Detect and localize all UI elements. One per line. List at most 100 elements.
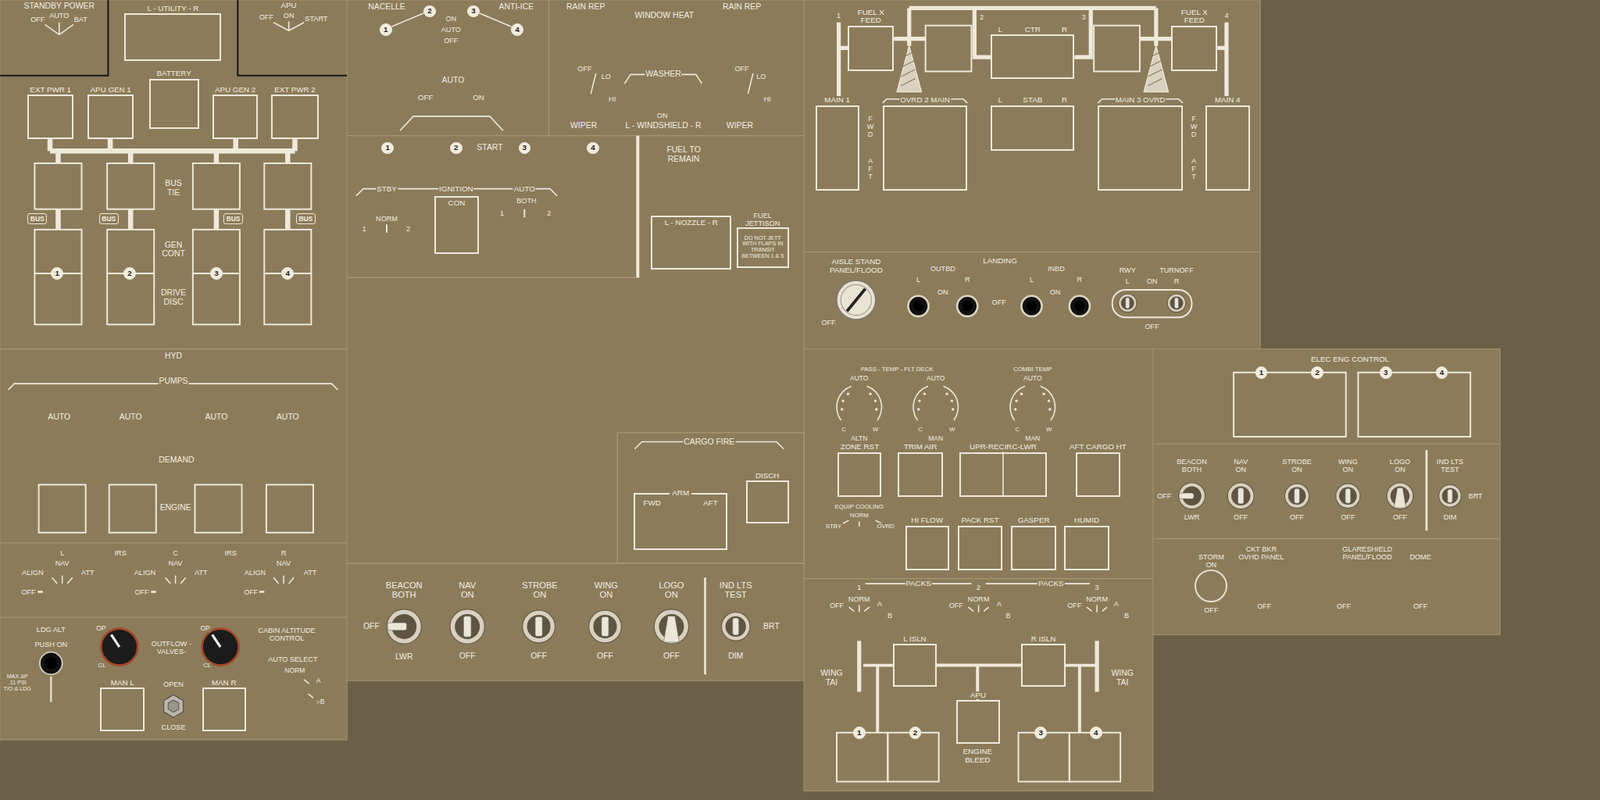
- switch-box: [1233, 372, 1347, 437]
- selector-mark: [849, 607, 855, 611]
- panel-label: A: [1113, 600, 1120, 608]
- callout-number: 4: [510, 23, 524, 36]
- bleed-duct: [1094, 640, 1099, 692]
- switch-button: OVRD 2 MAIN: [882, 105, 968, 192]
- pointer: [50, 676, 53, 703]
- panel-label: LDG ALT: [35, 625, 67, 634]
- callout-number: 3: [1034, 726, 1047, 740]
- node-label: EXT PWR 1: [28, 85, 72, 95]
- switch-box: [1093, 25, 1140, 72]
- toggle-lever: [387, 622, 407, 631]
- toggle-switch: [1167, 293, 1186, 313]
- landing-light-switch: [1074, 300, 1085, 311]
- panel-label: NAV ON: [1226, 457, 1255, 474]
- node-label: GASPER: [1017, 516, 1051, 525]
- hatch: [900, 60, 915, 68]
- panel-label: BRT: [1467, 492, 1484, 500]
- selector-mark: [58, 22, 61, 36]
- panel-label: GLARESHIELD PANEL/FLOOD: [1329, 545, 1405, 561]
- temp-dot: [1048, 407, 1051, 411]
- panel-label: BRT: [762, 621, 781, 631]
- switch-button: DISCH: [746, 480, 790, 524]
- panel-label: L: [915, 275, 922, 284]
- toggle-switch: [1339, 486, 1358, 505]
- panel-label: R: [964, 275, 972, 284]
- panel-label: C: [171, 549, 179, 558]
- switch-button: MAN R: [202, 687, 247, 732]
- switch-button: EXT PWR 2: [271, 94, 318, 139]
- panel-label: 2: [405, 225, 411, 233]
- toggle-lever: [663, 616, 679, 643]
- temp-dot: [1042, 392, 1045, 395]
- panel-label: L: [59, 549, 65, 558]
- toggle-switch: [1284, 483, 1309, 508]
- panel-label: 2: [975, 583, 982, 593]
- callout-text: 3: [1039, 728, 1043, 737]
- node-label: BUS: [30, 215, 45, 222]
- bus-line: [50, 148, 295, 154]
- node-label: FUEL X FEED: [1178, 8, 1211, 26]
- node-label: ARM: [669, 489, 692, 498]
- panel-label: CLOSE: [160, 723, 187, 732]
- node-label: BUS: [101, 215, 116, 222]
- selector-mark: [385, 224, 388, 233]
- toggle-lever: [1294, 488, 1300, 504]
- selector-mark: [175, 575, 177, 584]
- panel-label: 1: [499, 209, 505, 218]
- panel-label: EQUIP COOLING: [834, 503, 886, 511]
- selector-mark: [1096, 605, 1098, 613]
- panel-separator: [0, 542, 347, 543]
- selector-mark: [978, 605, 980, 613]
- panel-label: W: [948, 426, 956, 434]
- panel-label: IND LTS TEST: [713, 580, 758, 600]
- temp-dot: [875, 407, 878, 411]
- panel-label: ON: [936, 288, 950, 297]
- toggle-lever: [732, 617, 740, 636]
- callout-text: 1: [385, 143, 390, 152]
- switch-button: LSTABR: [990, 105, 1075, 152]
- node-label: L - NOZZLE - R: [664, 218, 718, 228]
- panel-label: AUTO: [441, 75, 466, 85]
- bus-tag: BUS: [296, 213, 316, 225]
- vertical-label: AFT: [1189, 156, 1199, 180]
- bus-tag: BUS: [27, 213, 47, 225]
- panel-label: OFF: [1143, 322, 1160, 331]
- hatch: [1147, 50, 1162, 58]
- panel-label: OFF: [1392, 513, 1408, 522]
- panel-label: OFF: [442, 36, 459, 45]
- toggle-switch: [386, 609, 422, 644]
- node-label: L: [996, 96, 1003, 105]
- temp-dot: [951, 407, 954, 411]
- panel-label: WASHER: [644, 70, 682, 79]
- switch-button: HUMID: [1064, 525, 1109, 571]
- panel-label: PACKS: [904, 579, 932, 589]
- hatch: [900, 78, 915, 86]
- panel-label: PACKS: [1037, 579, 1065, 589]
- panel-label: 1: [856, 583, 862, 593]
- fuel-line: [909, 6, 1157, 11]
- callout-number: 2: [909, 726, 922, 740]
- panel-label: IGNITION: [438, 184, 474, 193]
- callout-text: 1: [857, 728, 861, 737]
- node-label: R: [1060, 25, 1068, 35]
- landing-light-switch: [1026, 300, 1037, 311]
- temp-dot: [1014, 399, 1018, 402]
- switch-box: [192, 273, 240, 325]
- panel-label: RAIN REP: [565, 2, 606, 11]
- panel-label: OFF: [29, 15, 46, 24]
- switch-button: CON: [434, 196, 479, 254]
- panel-label: NACELLE: [367, 2, 407, 11]
- switch-button: HI FLOW: [905, 525, 950, 571]
- callout-text: 1: [383, 25, 388, 34]
- temp-dot: [1047, 399, 1050, 402]
- node-label: PACK RST: [960, 516, 1000, 525]
- hatch: [900, 50, 915, 58]
- rotary-knob: [836, 280, 876, 320]
- toggle-lever: [1447, 489, 1453, 503]
- switch-button: MAN L: [100, 687, 145, 732]
- panel-label: WING ON: [1333, 457, 1362, 474]
- panel-label: ELEC ENG CONTROL: [1310, 354, 1390, 364]
- panel-label: CL: [202, 661, 212, 669]
- node-label: R ISLN: [1030, 635, 1058, 644]
